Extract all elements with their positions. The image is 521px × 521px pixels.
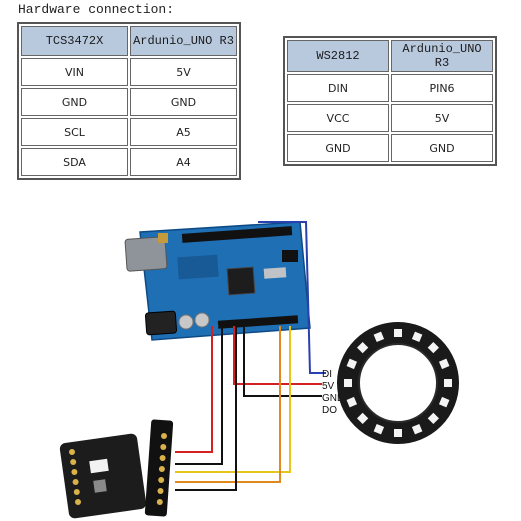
power-jack <box>144 310 178 336</box>
table-header-cell: TCS3472X <box>21 26 128 56</box>
table-cell: 5V <box>130 58 237 86</box>
led <box>356 341 369 354</box>
pin-hole <box>71 469 78 475</box>
sensor-wires <box>175 326 291 491</box>
table-header-cell: Ardunio_UNO R3 <box>130 26 237 56</box>
gnd-wire <box>243 326 322 397</box>
pin-hole <box>70 459 77 465</box>
tcs3472-sensor-side-board <box>144 419 174 517</box>
led <box>394 329 402 337</box>
reset-button <box>158 233 168 243</box>
table-cell: 5V <box>391 104 493 132</box>
table-row: SDA A4 <box>21 148 237 176</box>
led <box>346 358 358 370</box>
table-cell: VIN <box>21 58 128 86</box>
table-cell: SCL <box>21 118 128 146</box>
sensor-led <box>89 458 109 474</box>
pin-hole <box>72 479 79 485</box>
pin-hole <box>161 433 167 439</box>
pin-hole <box>158 477 165 483</box>
microcontroller-chip <box>226 266 256 296</box>
capacitor <box>178 314 194 330</box>
ring-label-di: DI <box>322 369 332 380</box>
table-cell: GND <box>287 134 389 162</box>
icsp-header <box>282 250 298 262</box>
ring-wires <box>233 221 326 397</box>
hardware-connection-heading: Hardware connection: <box>18 2 175 17</box>
sensor-gnd-wire <box>175 326 223 465</box>
table-header-row: TCS3472X Ardunio_UNO R3 <box>21 26 237 56</box>
table-row: GND GND <box>287 134 493 162</box>
ring-label-5v: 5V <box>322 381 335 392</box>
led <box>394 429 402 437</box>
table-header-row: WS2812 Ardunio_UNO R3 <box>287 40 493 72</box>
sensor-extra-wire <box>175 326 237 491</box>
led <box>427 341 440 354</box>
led <box>427 412 440 425</box>
tcs3472-sensor-board <box>59 433 147 519</box>
side-board-pins <box>156 433 167 505</box>
pin-hole <box>69 449 75 455</box>
ring-pin-labels: DI 5V GND DO <box>322 369 344 416</box>
led <box>438 358 450 370</box>
led <box>444 379 452 387</box>
ring-label-do: DO <box>322 405 337 416</box>
sensor-vin-wire <box>175 326 213 453</box>
pin-hole <box>156 499 163 505</box>
led <box>411 423 423 435</box>
pin-hole <box>75 499 81 505</box>
din-wire <box>258 221 326 374</box>
table-cell: A4 <box>130 148 237 176</box>
table-header-cell: Ardunio_UNO R3 <box>391 40 493 72</box>
ws2812-led-ring <box>337 322 459 444</box>
led <box>356 412 369 425</box>
led-group <box>344 329 452 437</box>
pin-hole <box>73 489 80 495</box>
arduino-uno-board <box>124 221 311 341</box>
crystal <box>263 267 287 279</box>
led <box>373 423 385 435</box>
table-row: GND GND <box>21 88 237 116</box>
table-row: SCL A5 <box>21 118 237 146</box>
sensor-pins <box>69 449 81 505</box>
led <box>346 396 358 408</box>
led <box>438 396 450 408</box>
usb-connector <box>124 236 168 272</box>
capacitor <box>194 312 210 328</box>
table-cell: A5 <box>130 118 237 146</box>
analog-header <box>217 315 299 329</box>
table-header-cell: WS2812 <box>287 40 389 72</box>
ws2812-connection-table: WS2812 Ardunio_UNO R3 DIN PIN6 VCC 5V GN… <box>283 36 497 166</box>
table-row: VIN 5V <box>21 58 237 86</box>
table-cell: GND <box>21 88 128 116</box>
ring-label-gnd: GND <box>322 393 344 404</box>
table-cell: PIN6 <box>391 74 493 102</box>
sensor-chip <box>93 479 107 493</box>
led <box>344 379 352 387</box>
pin-hole <box>158 466 165 472</box>
led <box>373 331 385 343</box>
table-cell: DIN <box>287 74 389 102</box>
tcs3472-connection-table: TCS3472X Ardunio_UNO R3 VIN 5V GND GND S… <box>17 22 241 180</box>
table-cell: GND <box>391 134 493 162</box>
sensor-sda-wire <box>175 326 281 483</box>
digital-header <box>181 226 293 243</box>
board-component-area <box>177 254 219 280</box>
pin-hole <box>157 488 164 494</box>
table-cell: SDA <box>21 148 128 176</box>
pin-hole <box>160 444 167 450</box>
vcc-wire <box>233 326 322 385</box>
table-cell: VCC <box>287 104 389 132</box>
pin-hole <box>159 455 166 461</box>
sensor-scl-wire <box>175 326 291 473</box>
table-cell: GND <box>130 88 237 116</box>
led <box>411 331 423 343</box>
table-row: VCC 5V <box>287 104 493 132</box>
table-row: DIN PIN6 <box>287 74 493 102</box>
